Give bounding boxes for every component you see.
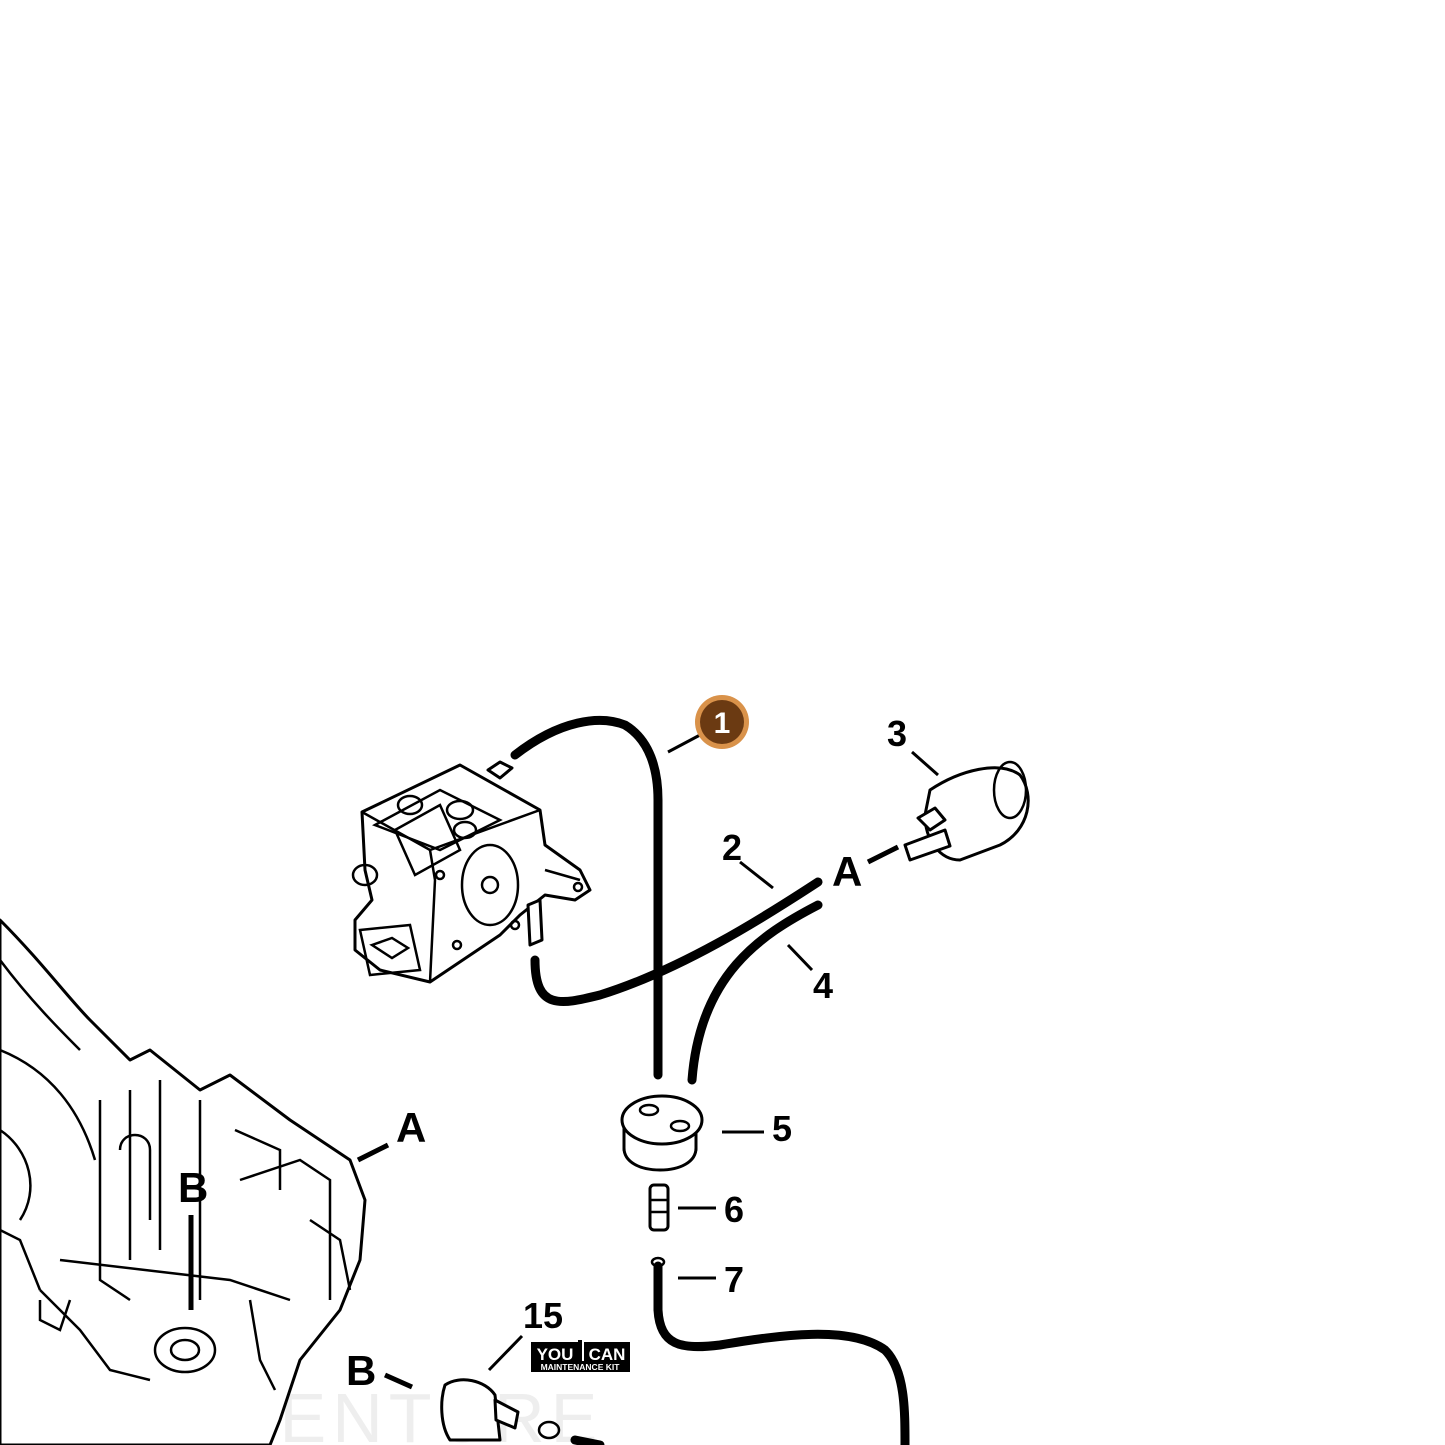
crankcase-housing xyxy=(0,918,367,1445)
badge-you: YOU xyxy=(537,1345,574,1364)
filter-part-15 xyxy=(440,1378,605,1445)
callout-15[interactable]: 15 xyxy=(523,1295,563,1336)
hose-2 xyxy=(530,877,823,1007)
callout-7[interactable]: 7 xyxy=(724,1259,744,1300)
callout-3[interactable]: 3 xyxy=(887,713,907,754)
callout-1-highlighted[interactable]: 1 xyxy=(695,695,749,749)
badge-maintenance-kit: MAINTENANCE KIT xyxy=(541,1362,621,1372)
callout-4[interactable]: 4 xyxy=(813,965,833,1006)
callout-2[interactable]: 2 xyxy=(722,827,742,868)
carburetor xyxy=(351,760,592,984)
leader-15 xyxy=(487,1334,524,1372)
hose-4 xyxy=(687,900,823,1085)
ref-letter-a-top: A xyxy=(832,848,862,895)
fuel-hose-1 xyxy=(510,716,663,1080)
leader-2 xyxy=(739,860,774,890)
leader-b-bottom xyxy=(383,1372,414,1390)
primer-part-3 xyxy=(903,760,1030,862)
leader-a-top xyxy=(866,844,900,865)
suction-hose-part-7 xyxy=(650,1256,910,1445)
callout-1-number: 1 xyxy=(714,707,731,740)
grommet-part-5 xyxy=(620,1094,704,1172)
leader-a-left xyxy=(356,1142,390,1163)
leader-1 xyxy=(667,733,701,754)
badge-can: CAN xyxy=(589,1345,626,1364)
callout-6[interactable]: 6 xyxy=(724,1189,744,1230)
ref-letter-a-left: A xyxy=(396,1104,426,1151)
ref-letter-b-bottom: B xyxy=(346,1347,376,1394)
fitting-part-6 xyxy=(648,1183,670,1232)
leader-3 xyxy=(911,750,939,777)
maintenance-kit-badge: YOU CAN MAINTENANCE KIT xyxy=(531,1340,630,1372)
wrench-icon xyxy=(578,1340,582,1366)
ref-letter-b-top: B xyxy=(178,1164,208,1211)
callout-5[interactable]: 5 xyxy=(772,1108,792,1149)
leader-4 xyxy=(786,943,814,972)
callout-1-badge xyxy=(700,700,744,744)
